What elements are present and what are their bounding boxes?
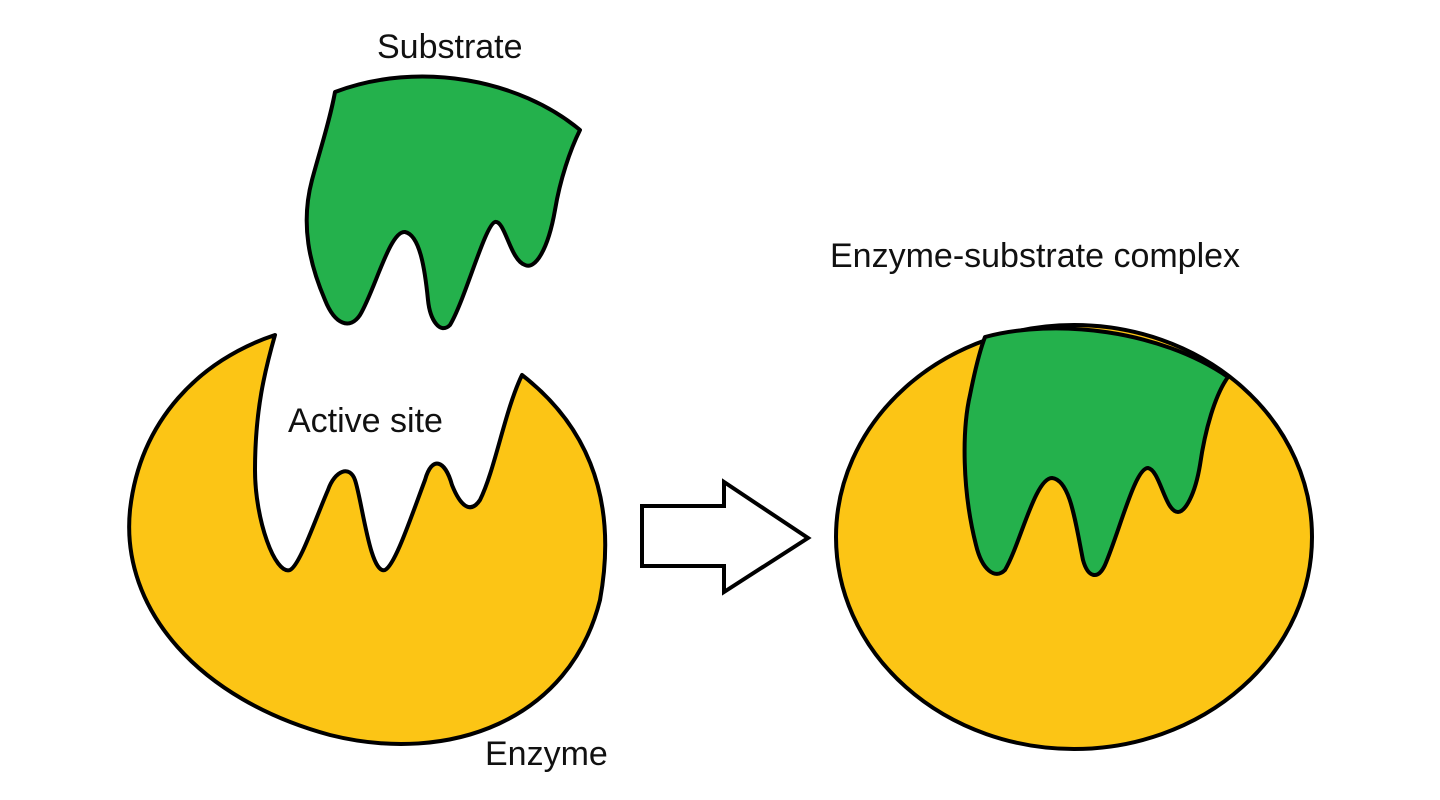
enzyme-label: Enzyme	[485, 735, 608, 773]
enzyme-substrate-complex-label: Enzyme-substrate complex	[830, 237, 1241, 275]
enzyme-shape	[127, 333, 608, 746]
substrate-shape	[304, 74, 582, 331]
complex-substrate-shape	[962, 326, 1230, 577]
right-arrow-icon	[640, 478, 812, 596]
substrate-label: Substrate	[377, 28, 523, 66]
active-site-label: Active site	[288, 402, 443, 440]
